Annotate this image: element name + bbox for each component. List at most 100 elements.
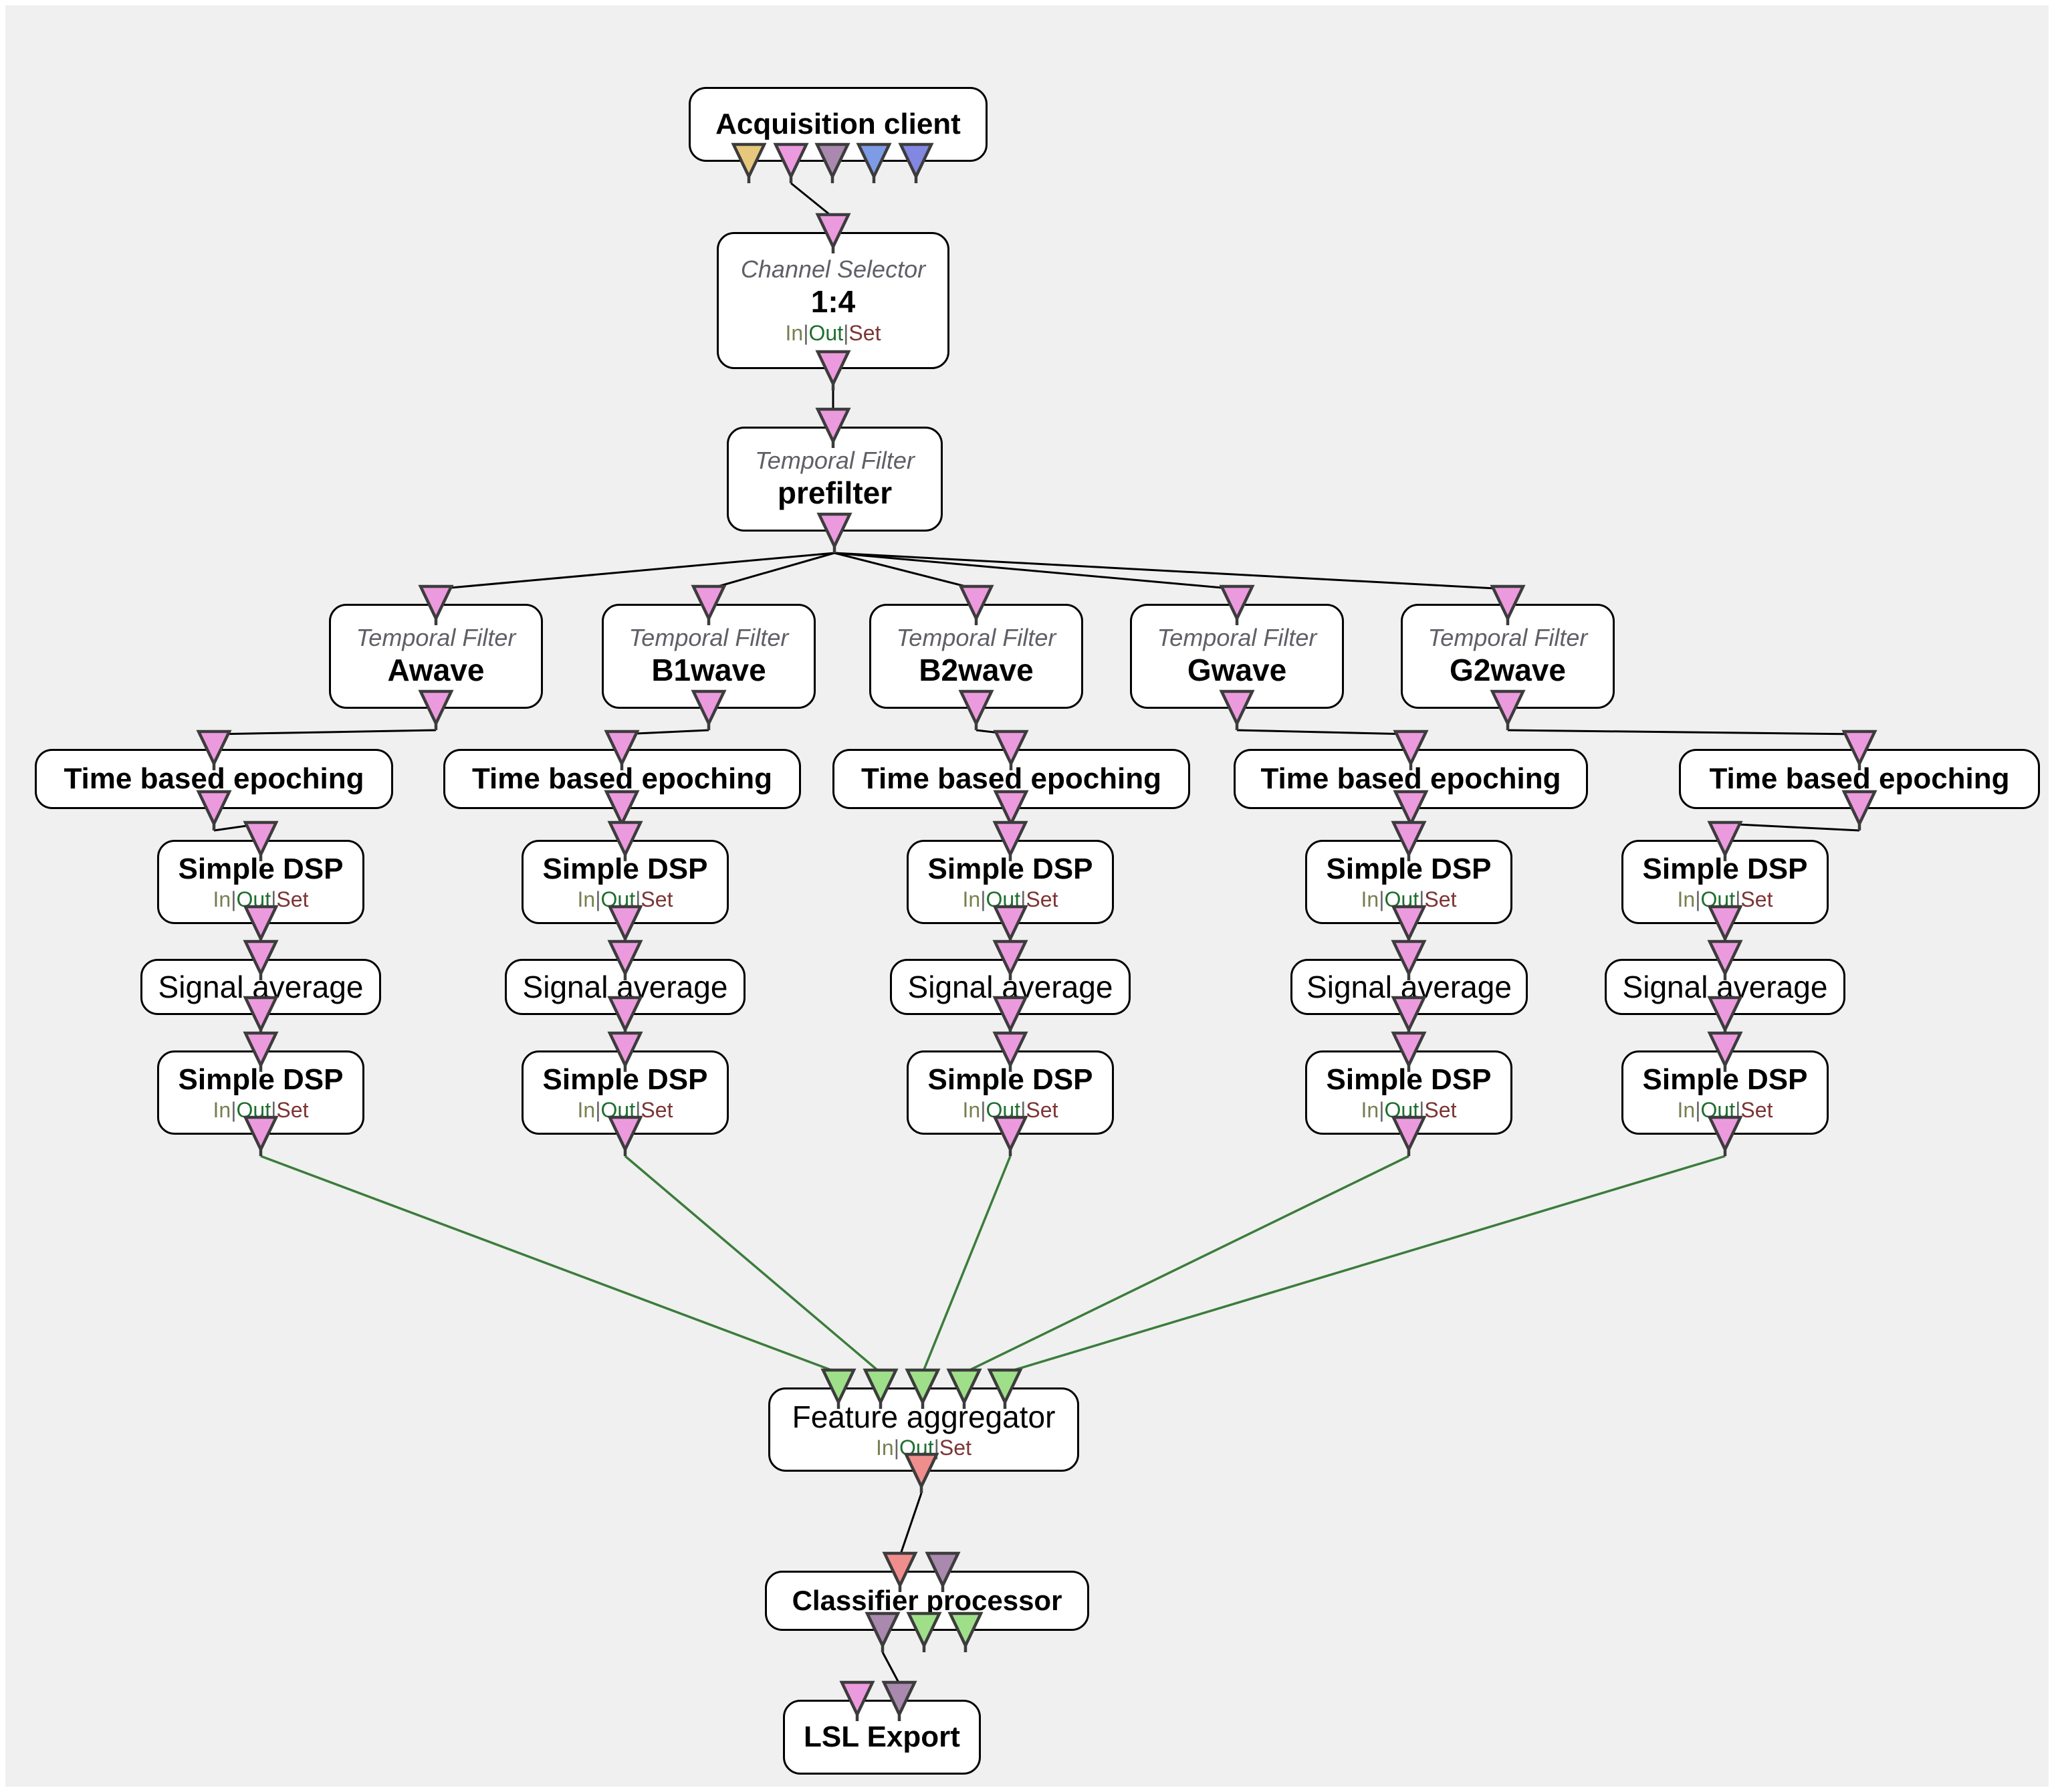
link-prefilter-to-awave[interactable] [435,552,835,590]
dsp-b-5-input-port[interactable] [1707,1031,1743,1072]
epoching-1-input-port[interactable] [196,730,232,770]
dsp-b-2-output-port[interactable] [607,1115,643,1156]
classifier-output-port-2[interactable] [906,1611,942,1652]
dsp-a-3-input-port[interactable] [992,820,1028,861]
dsp-b-3-input-port[interactable] [992,1031,1028,1072]
average-5-input-port[interactable] [1707,939,1743,980]
lsl-export-input-port-1[interactable] [839,1680,875,1721]
aggregator-input-port-3[interactable] [905,1368,941,1409]
b2wave-input-port[interactable] [958,584,994,625]
average-4-input-port[interactable] [1391,939,1427,980]
dsp-b-2-input-port[interactable] [607,1031,643,1072]
average-2-output-port[interactable] [607,996,643,1036]
box-io-shortcut: In|Out|Set [578,1099,673,1121]
link-dsp-b-3-to-aggregator[interactable] [921,1155,1012,1373]
box-lsl-export[interactable]: LSL Export [783,1700,981,1775]
box-classifier-processor[interactable]: Classifier processor [765,1571,1089,1631]
average-1-input-port[interactable] [243,939,279,980]
dsp-a-3-output-port[interactable] [992,905,1028,945]
average-4-output-port[interactable] [1391,996,1427,1036]
acquisition-output-port-4[interactable] [856,142,892,183]
link-acquisition-to-channel-selector[interactable] [790,182,834,219]
channel-selector-output-port[interactable] [815,350,851,390]
box-title: Classifier processor [792,1584,1062,1616]
prefilter-input-port[interactable] [815,407,851,448]
scenario-canvas[interactable]: Acquisition client Channel Selector 1:4 … [5,5,2049,1787]
link-prefilter-to-b1wave[interactable] [708,552,835,590]
gwave-input-port[interactable] [1219,584,1255,625]
average-3-output-port[interactable] [992,996,1028,1036]
epoching-5-input-port[interactable] [1841,730,1877,770]
g2wave-output-port[interactable] [1490,689,1526,730]
acquisition-output-port-3[interactable] [814,142,850,183]
aggregator-input-port-5[interactable] [987,1368,1023,1409]
classifier-output-port-3[interactable] [947,1611,984,1652]
link-gwave-to-epoching-4[interactable] [1236,729,1411,736]
average-2-input-port[interactable] [607,939,643,980]
g2wave-input-port[interactable] [1490,584,1526,625]
dsp-a-4-input-port[interactable] [1391,820,1427,861]
shortcut-separator: | [1020,1098,1026,1123]
dsp-a-1-output-port[interactable] [243,905,279,945]
link-g2wave-to-epoching-5[interactable] [1507,729,1860,736]
awave-output-port[interactable] [418,689,454,730]
shortcut-separator: | [893,1436,900,1460]
link-prefilter-to-g2wave[interactable] [834,552,1508,590]
dsp-a-5-input-port[interactable] [1707,820,1743,861]
b1wave-input-port[interactable] [691,584,727,625]
link-dsp-b-2-to-aggregator[interactable] [624,1155,882,1374]
dsp-b-4-input-port[interactable] [1391,1031,1427,1072]
dsp-a-2-input-port[interactable] [607,820,643,861]
lsl-export-input-port-2[interactable] [881,1680,917,1721]
classifier-input-port-1[interactable] [882,1551,918,1592]
average-5-output-port[interactable] [1707,996,1743,1036]
awave-input-port[interactable] [418,584,454,625]
b1wave-output-port[interactable] [691,689,727,730]
dsp-b-4-output-port[interactable] [1391,1115,1427,1156]
dsp-a-2-output-port[interactable] [607,905,643,945]
dsp-b-3-output-port[interactable] [992,1115,1028,1156]
shortcut-separator: | [980,887,986,912]
aggregator-input-port-4[interactable] [946,1368,982,1409]
aggregator-input-port-1[interactable] [820,1368,857,1409]
dsp-b-1-input-port[interactable] [243,1031,279,1072]
link-classifier-to-lsl-export[interactable] [881,1652,901,1684]
link-prefilter-to-gwave[interactable] [834,552,1238,590]
link-dsp-b-4-to-aggregator[interactable] [963,1155,1409,1374]
link-aggregator-to-classifier[interactable] [899,1492,923,1557]
b2wave-output-port[interactable] [958,689,994,730]
set-shortcut: Set [276,887,309,912]
epoching-2-input-port[interactable] [604,730,640,770]
dsp-b-5-output-port[interactable] [1707,1115,1743,1156]
prefilter-output-port[interactable] [816,512,852,553]
acquisition-output-port-5[interactable] [898,142,934,183]
shortcut-separator: | [595,1098,601,1123]
epoching-4-input-port[interactable] [1393,730,1429,770]
average-1-output-port[interactable] [243,996,279,1036]
in-shortcut: In [213,887,231,912]
epoching-1-output-port[interactable] [196,790,232,830]
epoching-3-input-port[interactable] [993,730,1029,770]
shortcut-separator: | [271,1098,277,1123]
gwave-output-port[interactable] [1219,689,1255,730]
link-prefilter-to-b2wave[interactable] [834,552,977,590]
box-type-label: Temporal Filter [896,624,1056,652]
link-dsp-b-5-to-aggregator[interactable] [1004,1155,1726,1374]
classifier-input-port-2[interactable] [925,1551,961,1592]
dsp-b-1-output-port[interactable] [243,1115,279,1156]
aggregator-input-port-2[interactable] [863,1368,899,1409]
dsp-a-5-output-port[interactable] [1707,905,1743,945]
aggregator-output-port[interactable] [903,1452,939,1493]
classifier-output-port-1[interactable] [865,1611,901,1652]
dsp-a-4-output-port[interactable] [1391,905,1427,945]
channel-selector-input-port[interactable] [815,213,851,253]
link-awave-to-epoching-1[interactable] [213,729,437,736]
acquisition-output-port-2[interactable] [773,142,809,183]
dsp-a-1-input-port[interactable] [243,820,279,861]
link-epoching-5-to-dsp-a-5[interactable] [1724,822,1860,832]
epoching-5-output-port[interactable] [1841,790,1877,830]
average-3-input-port[interactable] [992,939,1028,980]
link-dsp-b-1-to-aggregator[interactable] [260,1155,839,1374]
acquisition-output-port-1[interactable] [731,142,767,183]
in-shortcut: In [1677,887,1696,912]
